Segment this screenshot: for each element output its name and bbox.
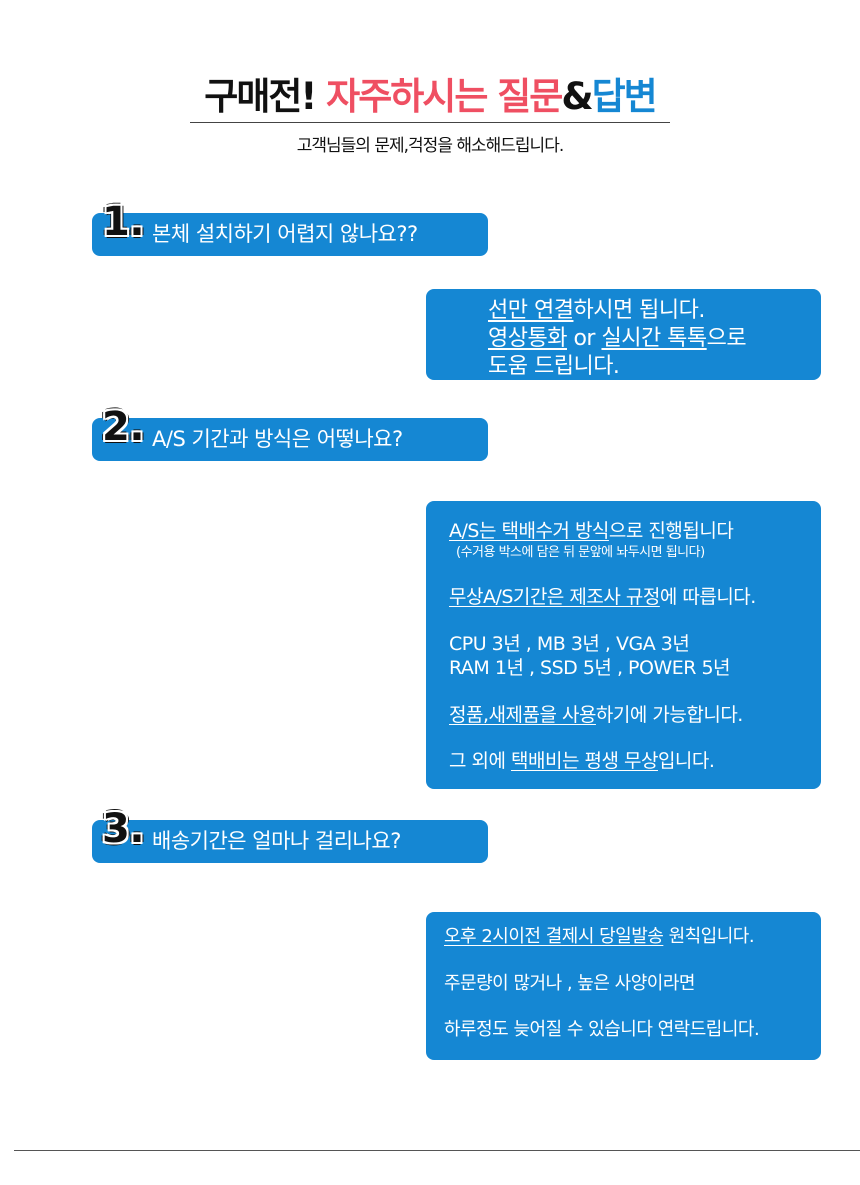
bottom-divider <box>14 1150 860 1151</box>
answer-text: 으로 <box>706 326 747 351</box>
question-3: 3. 배송기간은 얼마나 걸리나요? <box>92 806 488 863</box>
answer-text: 원칙입니다. <box>663 926 755 947</box>
answer-text: 그 외에 <box>449 750 512 772</box>
answer-note: (수거용 박스에 담은 뒤 문앞에 놔두시면 됩니다) <box>456 545 705 560</box>
warranty-line: RAM 1년 , SSD 5년 , POWER 5년 <box>449 657 731 679</box>
title-amp: & <box>561 75 593 118</box>
question-text: 배송기간은 얼마나 걸리나요? <box>152 829 401 853</box>
answer-text: A/S는 택배수거 방식 <box>449 520 609 542</box>
answer-text: 하기에 가능합니다. <box>595 704 743 726</box>
answer-text: 실시간 톡톡 <box>601 326 707 351</box>
title-pink: 자주하시는 질문 <box>326 75 563 118</box>
answer-3: 오후 2시이전 결제시 당일발송 원칙입니다. 주문량이 많거나 , 높은 사양… <box>426 912 821 1060</box>
number-badge: 1. <box>102 199 145 245</box>
subtitle: 고객님들의 문제,걱정을 해소해드립니다. <box>296 136 565 156</box>
answer-text: 주문량이 많거나 , 높은 사양이라면 <box>444 973 695 994</box>
answer-text: 정품,새제품을 사용 <box>449 704 596 726</box>
page-title: 구매전! 자주하시는 질문&답변 <box>0 66 860 120</box>
question-text: A/S 기간과 방식은 어떻나요? <box>152 427 403 451</box>
number-badge: 2. <box>102 404 145 450</box>
title-divider <box>190 122 670 123</box>
answer-text: 선만 연결 <box>488 298 574 323</box>
answer-text: 영상통화 <box>488 326 567 351</box>
question-1: 1. 본체 설치하기 어렵지 않나요?? <box>92 199 488 256</box>
number-badge: 3. <box>102 806 145 852</box>
answer-1: 선만 연결하시면 됩니다. 영상통화 or 실시간 톡톡으로 도움 드립니다. <box>426 289 821 380</box>
question-text: 본체 설치하기 어렵지 않나요?? <box>152 222 418 246</box>
answer-text: 입니다. <box>657 750 715 772</box>
answer-text: 하시면 됩니다. <box>573 298 705 323</box>
title-black: 구매전! <box>204 75 317 118</box>
title-blue: 답변 <box>591 75 658 118</box>
answer-text: 도움 드립니다. <box>488 354 620 379</box>
warranty-line: CPU 3년 , MB 3년 , VGA 3년 <box>449 633 690 655</box>
answer-text: 하루정도 늦어질 수 있습니다 연락드립니다. <box>444 1019 760 1040</box>
answer-text: 오후 2시이전 결제시 당일발송 <box>444 926 664 947</box>
answer-2: A/S는 택배수거 방식으로 진행됩니다 (수거용 박스에 담은 뒤 문앞에 놔… <box>426 501 821 789</box>
answer-text: or <box>566 326 602 351</box>
answer-text: 택배비는 평생 무상 <box>511 750 658 772</box>
answer-text: 으로 진행됩니다 <box>608 520 734 542</box>
answer-text: 에 따릅니다. <box>659 586 756 608</box>
answer-text: 무상A/S기간은 제조사 규정 <box>449 586 660 608</box>
question-2: 2. A/S 기간과 방식은 어떻나요? <box>92 404 488 461</box>
